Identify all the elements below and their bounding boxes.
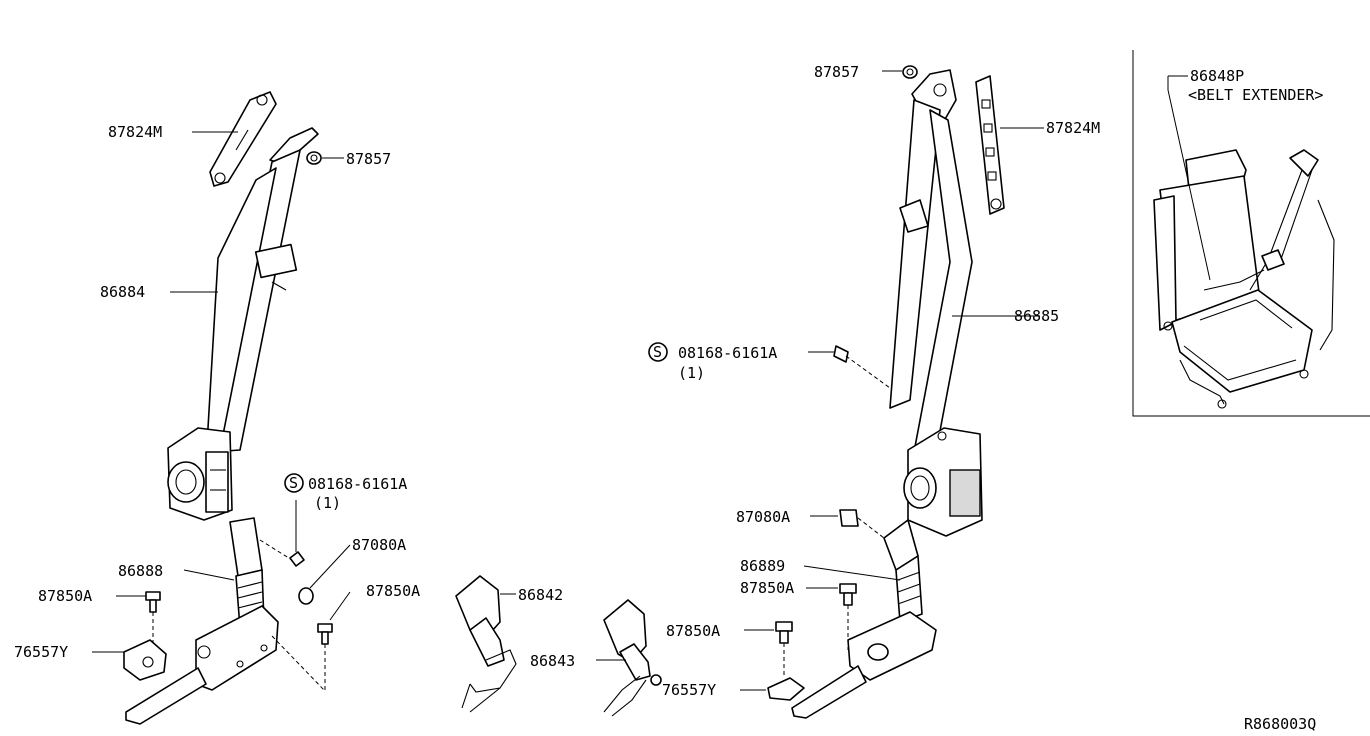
right-seatbelt-assembly [740,65,1044,719]
bolt-87850A-right-b [744,621,793,676]
diagram-code: R868003Q [1244,715,1316,733]
label-87850A-left-a: 87850A [38,587,92,605]
label-86843: 86843 [530,652,575,670]
label-87857-left: 87857 [346,150,391,168]
label-87850A-center: 87850A [666,622,720,640]
bolt-87080A-right [810,509,885,539]
label-87824M-right: 87824M [1046,119,1100,137]
inset-caption: <BELT EXTENDER> [1188,86,1323,104]
label-87080A-left: 87080A [352,536,406,554]
buckle-stalk-right [803,519,923,623]
retractor-right [903,427,983,537]
label-76557Y-left: 76557Y [14,643,68,661]
center-buckle-86842 [455,575,517,713]
label-87824M-left: 87824M [108,123,162,141]
s-symbol-right: S [653,343,662,361]
bolt-08168-right [808,345,891,389]
washer-87857-right [882,65,918,79]
seat-rail-left [125,605,325,725]
height-adjuster-right [975,75,1044,215]
label-86888: 86888 [118,562,163,580]
retractor-left [167,427,233,521]
webbing-right [889,99,973,453]
label-87850A-left-b: 87850A [366,582,420,600]
seat-illustration [1153,149,1335,409]
height-adjuster-left [209,91,277,187]
inset-belt-extender [1132,50,1370,417]
s-symbol-circle-right [648,342,668,362]
s-symbol-circle-left [284,473,304,493]
bolt-87080A-left [298,544,351,605]
label-08168-left: 08168-6161A [308,475,407,493]
label-08168-right: 08168-6161A [678,344,777,362]
left-seatbelt-assembly [123,91,351,725]
inset-part-number: 86848P [1190,67,1244,85]
label-87850A-right: 87850A [740,579,794,597]
bolt-87850A-left-b [317,591,351,690]
s-symbol-left: S [289,474,298,492]
label-86884: 86884 [100,283,145,301]
webbing-left [205,149,301,463]
label-87857-right: 87857 [814,63,859,81]
label-86885: 86885 [1014,307,1059,325]
seat-rail-right [740,611,937,719]
label-86842: 86842 [518,586,563,604]
label-08168-qty-right: (1) [678,364,705,382]
center-buckle-86843 [596,599,662,717]
bracket-76557Y-left [123,639,167,681]
label-08168-qty-left: (1) [314,494,341,512]
bolt-08168-left [259,500,305,567]
label-86889: 86889 [740,557,785,575]
label-76557Y-right: 76557Y [662,681,716,699]
label-87080A-right: 87080A [736,508,790,526]
